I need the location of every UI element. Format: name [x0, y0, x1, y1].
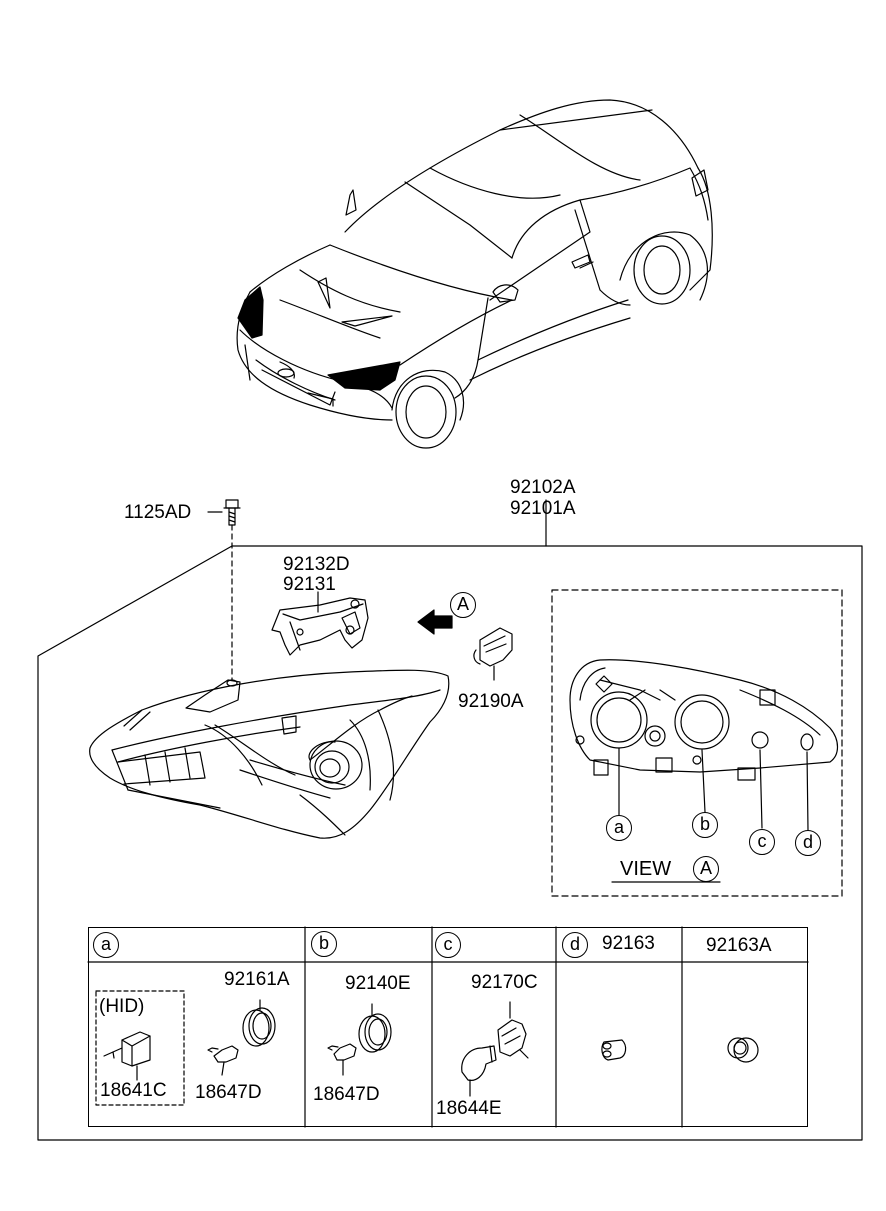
table-grid — [87, 926, 809, 1128]
cap-b — [358, 1003, 392, 1053]
headlamp-rear-view — [569, 659, 839, 831]
bracket-part — [271, 591, 369, 656]
table-header-a: a — [93, 932, 119, 958]
callout-a: a — [606, 815, 632, 841]
label-socket: 92190A — [458, 691, 524, 712]
view-title: VIEW — [620, 858, 672, 880]
label-socket-c: 92170C — [471, 972, 538, 993]
grommet-d — [601, 1039, 627, 1061]
label-assembly-2: 92101A — [510, 498, 576, 519]
bulb-a — [207, 1045, 239, 1076]
table-header-d: d — [562, 932, 588, 958]
callout-b: b — [692, 812, 718, 838]
label-bulb-b: 18647D — [313, 1084, 380, 1105]
grommet-e — [727, 1037, 759, 1063]
bulb-c — [461, 1045, 497, 1097]
view-arrow — [417, 609, 453, 635]
headlamp-assembly — [89, 669, 450, 839]
assembly-frame — [37, 499, 863, 1141]
callout-d: d — [795, 830, 821, 856]
table-header-d-part: 92163 — [602, 933, 655, 954]
parts-table — [88, 927, 808, 1127]
car-illustration — [236, 99, 713, 449]
cap-a — [242, 999, 276, 1047]
socket-part — [473, 627, 513, 681]
screw-part — [223, 499, 241, 526]
label-bulb-c: 18644E — [436, 1098, 502, 1119]
view-a-box — [551, 589, 843, 897]
view-marker: A — [693, 856, 719, 882]
label-cap-a: 92161A — [224, 969, 290, 990]
callout-c: c — [749, 829, 775, 855]
table-header-e-part: 92163A — [706, 935, 772, 956]
bulb-b — [327, 1043, 357, 1076]
hid-label: (HID) — [99, 996, 145, 1017]
label-bracket-2: 92131 — [283, 574, 336, 595]
table-header-c: c — [435, 932, 461, 958]
label-screw: 1125AD — [124, 502, 192, 523]
hid-bulb — [103, 1031, 151, 1081]
label-bulb-a: 18647D — [195, 1082, 262, 1103]
view-arrow-marker: A — [450, 592, 476, 618]
table-header-b: b — [311, 931, 337, 957]
label-bracket-1: 92132D — [283, 554, 350, 575]
label-assembly-1: 92102A — [510, 477, 576, 498]
label-hid-bulb: 18641C — [100, 1080, 167, 1101]
socket-c — [497, 1001, 529, 1059]
label-cap-b: 92140E — [345, 973, 411, 994]
